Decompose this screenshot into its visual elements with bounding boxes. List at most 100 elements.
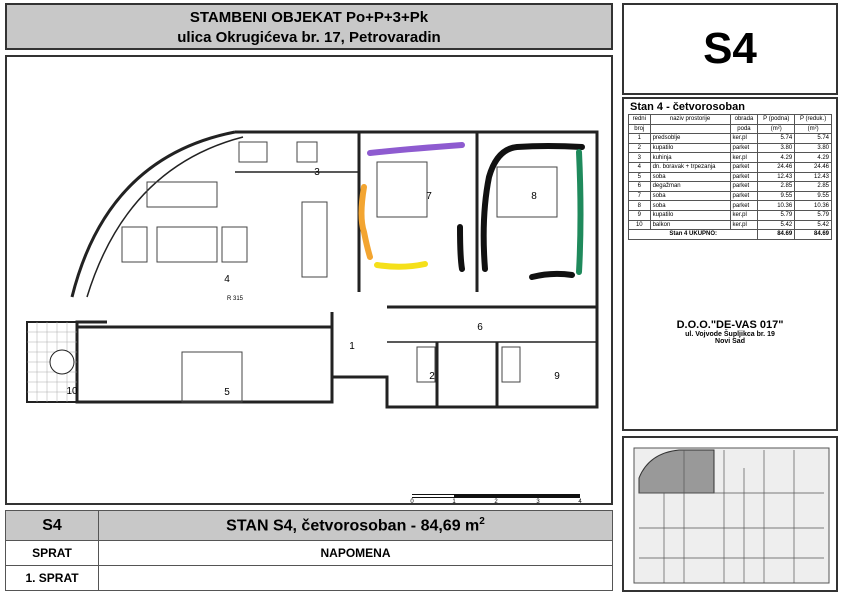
table-cell: 10 bbox=[628, 219, 651, 231]
floor-plan-drawing: 1 2 3 4 5 6 7 8 9 10 R 315 0 1 2 3 4 bbox=[26, 130, 599, 505]
table-cell: ker.pl bbox=[729, 219, 759, 231]
table-cell: 4 bbox=[628, 161, 651, 173]
company-name: D.O.O."DE-VAS 017" bbox=[676, 319, 784, 331]
table-cell: 5.42 bbox=[757, 219, 796, 231]
room-table-title: Stan 4 - četvorosoban bbox=[630, 101, 745, 113]
project-title: STAMBENI OBJEKAT Po+P+3+Pk ulica Okrugić… bbox=[5, 3, 613, 50]
table-cell: soba bbox=[649, 200, 731, 211]
scale-tick-3: 3 bbox=[536, 499, 540, 503]
scale-tick-0: 0 bbox=[410, 499, 414, 503]
table-cell: 2.85 bbox=[794, 181, 832, 192]
table-cell: naziv prostorije bbox=[649, 114, 731, 125]
table-cell: 5.79 bbox=[794, 209, 832, 221]
footer-title: STAN S4, četvorosoban - 84,69 m2 bbox=[98, 510, 613, 541]
table-cell: 5.79 bbox=[757, 209, 796, 221]
room-number-3: 3 bbox=[314, 167, 320, 178]
furniture bbox=[121, 141, 558, 403]
table-cell: 10.36 bbox=[757, 200, 796, 211]
table-cell: 4.29 bbox=[757, 152, 796, 163]
table-cell: 5.74 bbox=[757, 133, 796, 144]
table-cell: 9.55 bbox=[757, 190, 796, 202]
building-key-plan bbox=[622, 436, 838, 592]
table-cell: predsoblje bbox=[649, 133, 731, 144]
marker-annotations bbox=[358, 142, 585, 280]
table-cell: redni bbox=[628, 114, 651, 125]
table-cell: Stan 4 UKUPNO: bbox=[627, 229, 759, 240]
table-cell: poda bbox=[729, 123, 759, 135]
balcony bbox=[26, 321, 78, 403]
table-cell: 2.85 bbox=[757, 181, 796, 192]
table-cell: 4.29 bbox=[794, 152, 832, 163]
scale-tick-2: 2 bbox=[494, 499, 498, 503]
table-cell: soba bbox=[649, 190, 731, 202]
scale-tick-4: 4 bbox=[578, 499, 582, 503]
table-cell bbox=[649, 123, 731, 135]
table-cell: 2 bbox=[628, 142, 651, 154]
walls bbox=[70, 130, 599, 409]
table-cell: 24.46 bbox=[794, 161, 832, 173]
room-number-7: 7 bbox=[426, 191, 432, 202]
table-cell: parket bbox=[729, 200, 759, 211]
table-cell: (m²) bbox=[794, 123, 832, 135]
table-cell: 5.42 bbox=[794, 219, 832, 231]
room-number-6: 6 bbox=[477, 322, 483, 333]
table-cell: kupatilo bbox=[649, 142, 731, 154]
radius-label: R 315 bbox=[227, 296, 244, 302]
table-cell: parket bbox=[729, 161, 759, 173]
table-cell: P (reduk.) bbox=[794, 114, 832, 125]
table-cell: 24.46 bbox=[757, 161, 796, 173]
table-cell: 6 bbox=[628, 181, 651, 192]
table-cell: (m²) bbox=[757, 123, 796, 135]
title-line-2: ulica Okrugićeva br. 17, Petrovaradin bbox=[177, 29, 441, 46]
table-cell: 3 bbox=[628, 152, 651, 163]
footer-code: S4 bbox=[5, 510, 99, 541]
table-cell: soba bbox=[649, 171, 731, 183]
title-line-1: STAMBENI OBJEKAT Po+P+3+Pk bbox=[189, 9, 429, 26]
table-cell: obrada bbox=[729, 114, 759, 125]
table-cell: broj bbox=[628, 123, 651, 135]
table-cell: ker.pl bbox=[729, 152, 759, 163]
table-cell: 1 bbox=[628, 133, 651, 144]
table-cell: 8 bbox=[628, 200, 651, 211]
footer-table: S4 STAN S4, četvorosoban - 84,69 m2 SPRA… bbox=[5, 510, 613, 592]
table-cell: 12.43 bbox=[757, 171, 796, 183]
key-plan-drawing bbox=[633, 447, 830, 584]
table-cell: 10.36 bbox=[794, 200, 832, 211]
unit-code: S4 bbox=[622, 3, 838, 95]
table-cell: 12.43 bbox=[794, 171, 832, 183]
room-number-4: 4 bbox=[224, 274, 230, 285]
floor-value: 1. SPRAT bbox=[5, 565, 99, 591]
table-cell: parket bbox=[729, 181, 759, 192]
room-number-10: 10 bbox=[66, 386, 78, 397]
company-city: Novi Sad bbox=[715, 338, 745, 345]
table-cell: 84.69 bbox=[757, 229, 796, 240]
scale-bar: 0 1 2 3 4 bbox=[410, 494, 582, 505]
floor-label: SPRAT bbox=[5, 540, 99, 566]
table-cell: 9 bbox=[628, 209, 651, 221]
room-number-5: 5 bbox=[224, 387, 230, 398]
room-number-1: 1 bbox=[349, 341, 355, 352]
table-cell: parket bbox=[729, 142, 759, 154]
table-cell: 3.80 bbox=[757, 142, 796, 154]
table-cell: parket bbox=[729, 171, 759, 183]
table-cell: kupatilo bbox=[649, 209, 731, 221]
table-cell: balkon bbox=[649, 219, 731, 231]
table-cell: 9.55 bbox=[794, 190, 832, 202]
footer-title-text: STAN S4, četvorosoban - 84,69 m bbox=[226, 517, 480, 535]
table-cell: dn. boravak + trpezanja bbox=[649, 161, 731, 173]
company-address: ul. Vojvode Šupljikca br. 19 bbox=[685, 331, 775, 338]
note-label: NAPOMENA bbox=[98, 540, 613, 566]
table-cell: 5 bbox=[628, 171, 651, 183]
table-cell: 3.80 bbox=[794, 142, 832, 154]
